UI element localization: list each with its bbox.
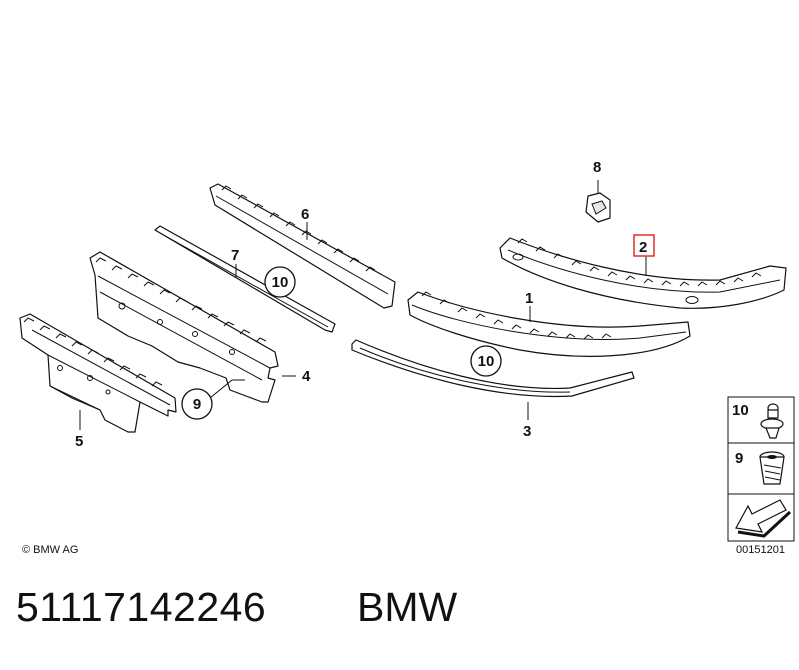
callout-3: 3 bbox=[523, 423, 531, 440]
part-1-bumper-strip bbox=[407, 291, 691, 357]
callout-2: 2 bbox=[639, 239, 647, 256]
legend-item-9-label: 9 bbox=[735, 450, 743, 467]
brand-name: BMW bbox=[357, 584, 458, 630]
circle-callout-10a: 10 bbox=[264, 266, 296, 298]
part-6-upper-strip bbox=[209, 183, 396, 309]
part-number: 51117142246 bbox=[16, 584, 267, 630]
callout-7: 7 bbox=[231, 247, 239, 264]
circle-callout-10b-text: 10 bbox=[478, 353, 495, 370]
circle-callout-10b: 10 bbox=[470, 345, 502, 377]
copyright-text: © BMW AG bbox=[22, 544, 78, 556]
part-5-license-bracket bbox=[19, 313, 177, 433]
circle-callout-9-text: 9 bbox=[193, 396, 201, 413]
leader-lines bbox=[79, 180, 647, 430]
diagram-id: 00151201 bbox=[736, 544, 785, 556]
callout-5: 5 bbox=[75, 433, 83, 450]
highlight-box-2 bbox=[633, 234, 655, 257]
circle-callout-10a-text: 10 bbox=[272, 274, 289, 291]
part-8-clip bbox=[585, 192, 611, 223]
part-7-trim-strip bbox=[154, 225, 336, 333]
legend-item-10-label: 10 bbox=[732, 402, 749, 419]
arrow-pointer-icon bbox=[735, 499, 792, 538]
part-3-lower-strip bbox=[351, 339, 635, 398]
callout-8: 8 bbox=[593, 159, 601, 176]
part-2-right-strip bbox=[499, 237, 787, 309]
expanding-nut-icon bbox=[759, 451, 785, 485]
callout-4: 4 bbox=[302, 368, 311, 385]
circle-callout-9: 9 bbox=[181, 388, 213, 420]
part-4-bumper-carrier bbox=[89, 251, 279, 403]
callout-1: 1 bbox=[525, 290, 533, 307]
legend-panel: 10 9 bbox=[727, 396, 795, 542]
callout-6: 6 bbox=[301, 206, 309, 223]
push-rivet-icon bbox=[760, 403, 784, 439]
